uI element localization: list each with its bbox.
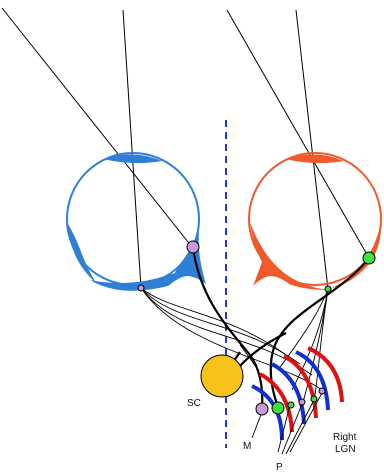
- left-eye-lens: [103, 154, 162, 164]
- p-label: P: [276, 462, 283, 472]
- sc-body: [200, 354, 244, 398]
- ray-left-eye-b: [122, 9, 142, 289]
- output-p-b: [281, 403, 303, 455]
- lgn-layer-2: [259, 372, 294, 433]
- superior-colliculus: SC: [187, 354, 244, 409]
- fiber-left-m: [191, 246, 264, 409]
- right-eye-m-ganglion-cell: [362, 251, 376, 265]
- left-eye-m-ganglion-cell: [186, 240, 200, 254]
- output-p-c: [285, 399, 315, 455]
- left-eye-retina-left: [67, 222, 96, 283]
- lgn-layer-5: [295, 350, 330, 411]
- lgn-p-cell-2: [298, 398, 306, 406]
- ray-right-eye-a: [226, 9, 370, 259]
- fiber-left-nasal-d: [140, 287, 323, 391]
- output-p-a: [277, 404, 291, 453]
- right-eye-p-ganglion-cell: [324, 285, 332, 293]
- lgn-m-cell-green: [271, 401, 285, 415]
- m-label: M: [243, 441, 251, 452]
- lgn-label-line-1: Right: [333, 432, 357, 443]
- lgn-p-cell-4: [318, 387, 326, 395]
- lgn-layer-3: [271, 362, 306, 425]
- right-eye-optic-disc: [250, 222, 328, 290]
- fiber-left-nasal-a: [140, 287, 291, 359]
- left-eye-p-ganglion-cell: [137, 284, 145, 292]
- right-eye-outline: [248, 152, 382, 286]
- lgn-p-cell-3: [310, 395, 318, 403]
- output-p-d: [289, 392, 323, 453]
- lgn-output-lines: [251, 392, 323, 455]
- cells: [137, 240, 376, 416]
- right-eye-lens: [285, 154, 344, 164]
- sc-label: SC: [187, 398, 201, 409]
- ray-left-eye-a: [1, 7, 193, 248]
- lgn-label-line-2: LGN: [335, 444, 356, 455]
- lgn-layer-4: [283, 354, 318, 419]
- lgn-p-cell-1: [287, 401, 295, 409]
- right-lgn: [251, 346, 344, 441]
- ray-right-eye-b: [295, 9, 329, 290]
- lgn-m-cell-purple: [255, 402, 269, 416]
- output-m: [251, 411, 263, 439]
- fiber-left-nasal-b: [140, 287, 301, 365]
- light-rays: [1, 7, 370, 290]
- lgn-layer-6: [307, 346, 344, 403]
- left-eye-retina-bottom: [90, 262, 198, 291]
- fiber-right-m: [269, 257, 370, 410]
- fiber-right-temporal-d: [313, 288, 329, 402]
